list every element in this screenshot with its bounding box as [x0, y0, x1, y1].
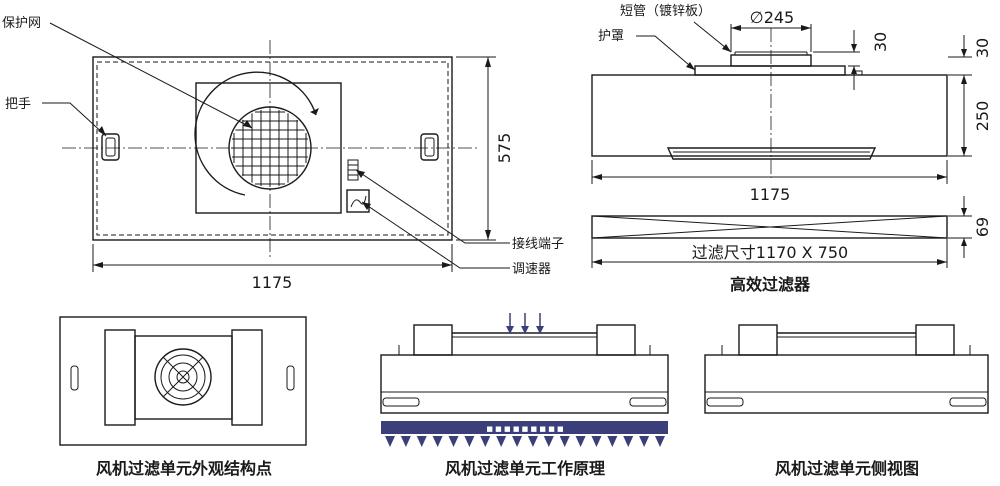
outflow-arrowhead-icon: [543, 436, 554, 447]
principle-main-body: [380, 354, 669, 414]
outflow-arrowhead-icon: [623, 436, 634, 447]
front-view: 保护网 把手 接线端子 调速器 1175 575: [2, 16, 564, 292]
guard-mesh-circle: [228, 106, 312, 190]
inflow-arrowhead-icon: [536, 326, 544, 334]
hepa-filter-view: 过滤尺寸1170 X 750 69 高效过滤器: [591, 196, 992, 294]
hepa-size-dimension: 过滤尺寸1170 X 750: [692, 243, 848, 262]
outflow-arrowhead-icon: [559, 436, 570, 447]
body-height-dimension: 250: [973, 101, 992, 132]
front-inner-dashed-frame: [96, 61, 449, 236]
leader-controller: [361, 201, 510, 269]
guard-mesh-grid: [231, 109, 309, 187]
outflow-arrowhead-icon: [655, 436, 665, 447]
leader-cover: [636, 35, 696, 71]
label-guard-mesh: 保护网: [2, 16, 41, 31]
appearance-left-handle: [70, 365, 79, 391]
appearance-right-handle: [286, 365, 295, 391]
side-main-body: [591, 74, 948, 157]
leader-guard-mesh: [49, 22, 253, 129]
label-terminal: 接线端子: [512, 236, 564, 252]
top-height-dimension: 30: [973, 38, 992, 58]
principle-caption: 风机过滤单元工作原理: [445, 459, 605, 478]
outflow-arrowhead-icon: [448, 436, 459, 447]
unit-side-view: 风机过滤单元侧视图: [704, 324, 989, 478]
rotation-arrow-icon: [310, 108, 319, 115]
appearance-view: 风机过滤单元外观结构点: [59, 316, 307, 478]
leader-terminal: [355, 169, 510, 244]
unit-side-left-cover: [738, 324, 778, 356]
outflow-arrowhead-icon: [416, 436, 427, 447]
principle-inflow-arrows: [506, 313, 544, 334]
appearance-fan-circle: [154, 348, 212, 406]
hepa-caption: 高效过滤器: [730, 275, 811, 294]
appearance-caption: 风机过滤单元外观结构点: [96, 459, 272, 478]
speed-controller-box: [346, 189, 370, 213]
unit-side-main-body: [704, 354, 989, 414]
outflow-arrowhead-icon: [400, 436, 411, 447]
appearance-fan-plate: [134, 335, 233, 420]
side-view: ∅245 短管（镀锌板） 护罩 30 30 250 1175: [591, 3, 992, 204]
outflow-arrowhead-icon: [591, 436, 602, 447]
pipe-height-dimension: 30: [871, 32, 890, 52]
principle-filter-band-text: ■ ■ ■ ■ ■ ■ ■ ■ ■: [486, 425, 563, 433]
label-cover: 护罩: [598, 29, 624, 44]
inflow-arrowhead-icon: [506, 326, 514, 334]
label-speed-controller: 调速器: [512, 262, 551, 277]
unit-side-caption: 风机过滤单元侧视图: [775, 459, 919, 478]
principle-view: ■ ■ ■ ■ ■ ■ ■ ■ ■ 风机过滤单元工作原理: [380, 313, 669, 478]
outflow-arrowhead-icon: [464, 436, 475, 447]
outflow-arrowhead-icon: [639, 436, 650, 447]
principle-filter-band: [381, 421, 668, 434]
appearance-left-block: [104, 329, 136, 426]
label-handle: 把手: [5, 97, 31, 112]
controller-knob-icon: [350, 195, 367, 208]
unit-side-right-cover: [915, 324, 955, 356]
left-handle: [101, 133, 120, 161]
hepa-filter-body: [591, 215, 948, 239]
right-handle: [420, 133, 439, 161]
hepa-thickness-dimension: 69: [973, 217, 992, 237]
appearance-right-block: [231, 329, 263, 426]
outflow-arrowhead-icon: [385, 436, 395, 447]
pipe-diameter-dimension: ∅245: [750, 8, 794, 27]
fan-rotation-arc: [194, 71, 317, 196]
outflow-arrowhead-icon: [575, 436, 586, 447]
outflow-arrowhead-icon: [607, 436, 618, 447]
side-diffuser: [666, 147, 877, 160]
side-width-dimension: 1175: [750, 185, 791, 204]
side-latch: [853, 70, 863, 75]
front-height-dimension: 575: [495, 133, 514, 164]
outflow-arrowhead-icon: [512, 436, 523, 447]
front-outer-frame: [92, 56, 453, 241]
outflow-arrowhead-icon: [432, 436, 443, 447]
principle-outflow-arrows: [385, 436, 665, 447]
outflow-arrowhead-icon: [496, 436, 507, 447]
outflow-arrowhead-icon: [480, 436, 491, 447]
leader-handle: [42, 102, 107, 137]
label-short-pipe: 短管（镀锌板）: [620, 3, 711, 19]
principle-right-cover: [596, 324, 636, 356]
fan-cover: [694, 65, 846, 76]
inflow-arrowhead-icon: [521, 326, 529, 334]
front-width-dimension: 1175: [252, 273, 293, 292]
appearance-outer-frame: [59, 316, 307, 446]
principle-left-cover: [413, 324, 453, 356]
outflow-arrowhead-icon: [527, 436, 538, 447]
